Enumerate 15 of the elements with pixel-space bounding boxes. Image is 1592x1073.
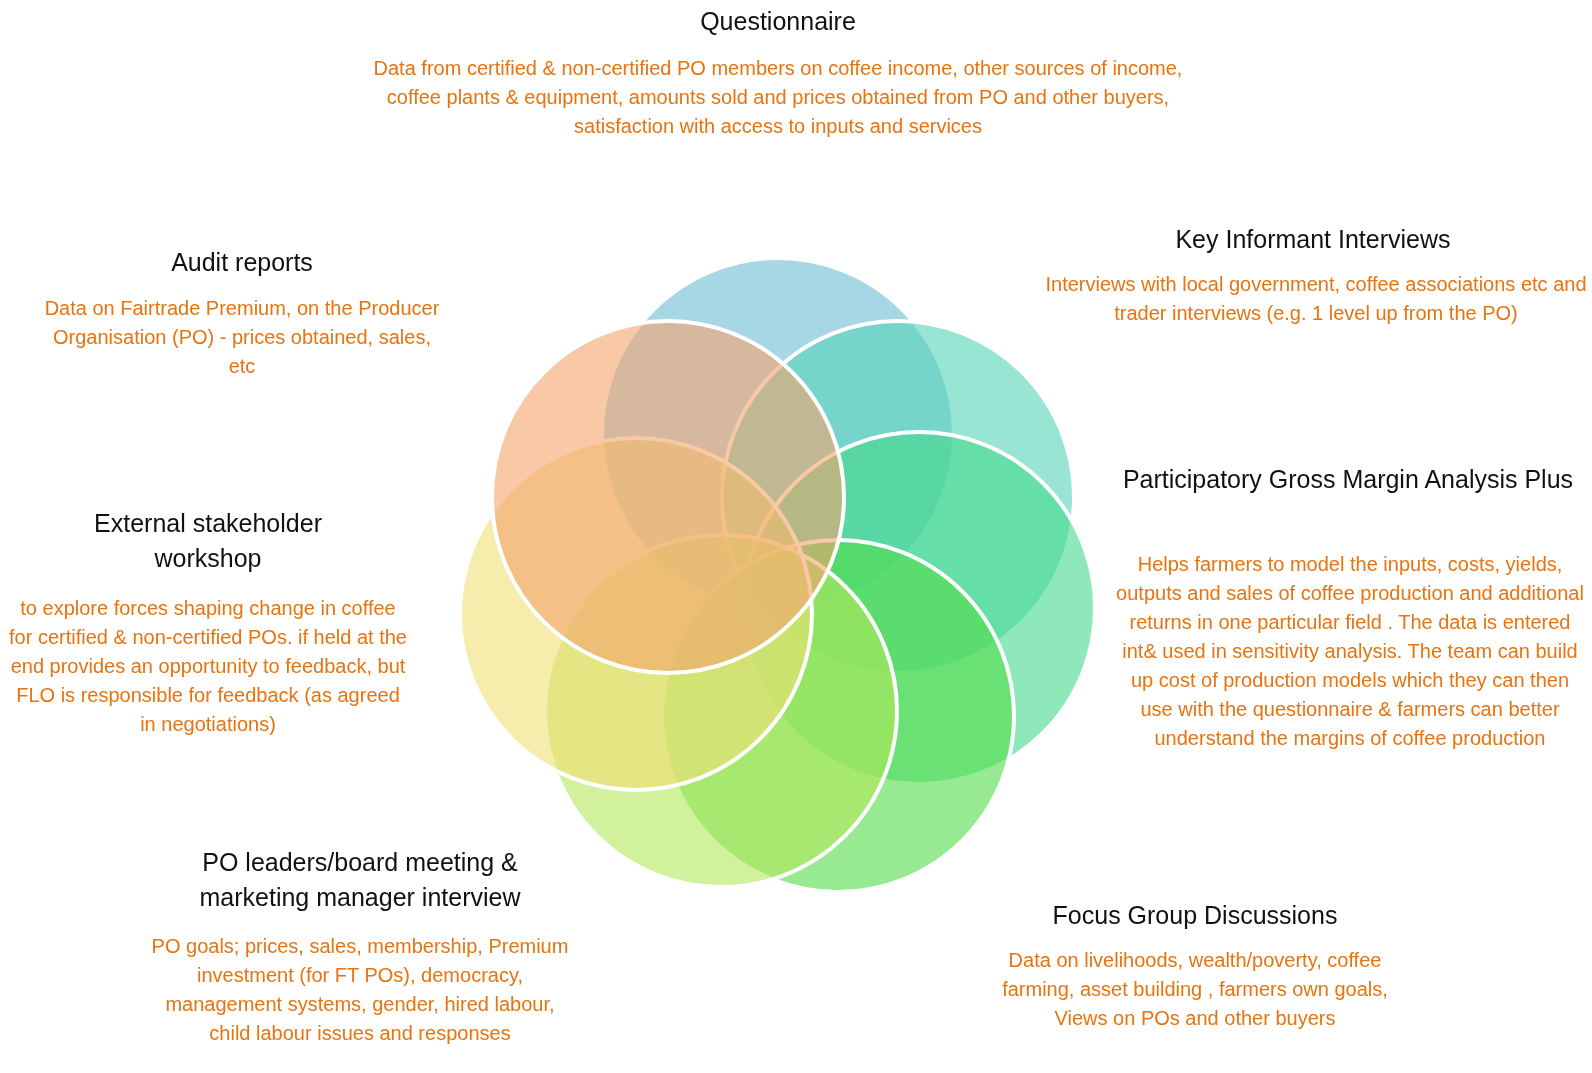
- method-description: PO goals; prices, sales, membership, Premium investment (for FT POs), democracy, management systems, gender, hired labour, child labour issues and responses: [150, 934, 570, 1046]
- method-description: Data on livelihoods, wealth/poverty, coffee farming, asset building , farmers own goals, Views on POs and other buyers: [1001, 948, 1389, 1031]
- method-description: Data on Fairtrade Premium, on the Producer Organisation (PO) - prices obtained, sales, etc: [43, 296, 441, 379]
- method-heading: Focus Group Discussions: [1051, 900, 1339, 931]
- circle: [490, 319, 846, 675]
- method-heading: Questionnaire: [699, 6, 857, 37]
- method-heading: Audit reports: [170, 247, 314, 278]
- method-heading: Participatory Gross Margin Analysis Plus: [1121, 464, 1575, 495]
- method-description: Interviews with local government, coffee associations etc and trader interviews (e.g. 1 level up from the PO): [1044, 272, 1588, 326]
- method-description: Data from certified & non-certified PO members on coffee income, other sources of income, coffee plants & equipment, amounts sold and prices obtained from PO and other buyers, satisfaction with access to inputs and services: [372, 56, 1184, 139]
- method-description: Helps farmers to model the inputs, costs, yields, outputs and sales of coffee production and additional returns in one particular field . The data is entered int& used in sensitivity analysis. The team can build up cost of production models which they can then use with the questionnaire & farmers can better understand the margins of coffee production: [1115, 552, 1585, 751]
- method-description: to explore forces shaping change in coffee for certified & non-certified POs. if held at the end provides an opportunity to feedback, but FLO is responsible for feedback (as agreed in negotiations): [8, 596, 408, 737]
- method-heading: External stakeholder workshop: [93, 508, 323, 574]
- method-heading: Key Informant Interviews: [1174, 224, 1452, 255]
- method-heading: PO leaders/board meeting & marketing manager interview: [198, 847, 522, 913]
